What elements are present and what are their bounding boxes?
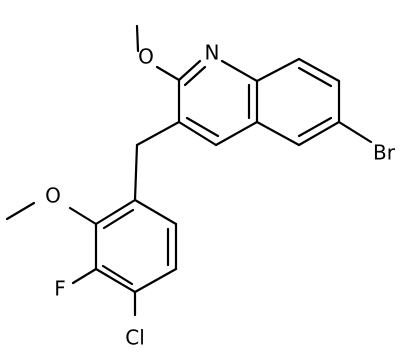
- bond-c8a-c8: [255, 57, 301, 83]
- bond-n1-c8a: [220, 59, 259, 83]
- bond-ring-upper-left-top-a: [94, 198, 137, 226]
- bond-o-methyl-quinoline: [135, 24, 140, 53]
- bond-o-methyl-benzyl: [5, 201, 36, 221]
- bond-ring-bottom-lower-left-b: [101, 264, 134, 286]
- oxygen-atom-label-benzyl: O: [45, 184, 61, 208]
- bond-c2-o: [155, 65, 181, 82]
- bond-c8-c7-double-b: [297, 66, 333, 88]
- bond-c6-c5-double-a: [297, 120, 341, 147]
- bromine-atom-label: Br: [373, 141, 396, 165]
- bond-ch2-benzyl-ring: [133, 143, 139, 202]
- bond-c6-br: [337, 120, 373, 144]
- bond-n1-c2-double-b: [183, 65, 207, 87]
- chlorine-atom-label: Cl: [125, 326, 145, 350]
- bond-n1-c2-double-a: [177, 59, 202, 82]
- bond-ring-o: [68, 206, 98, 226]
- bond-c3-ch2: [135, 120, 181, 147]
- bond-c8-c7-double-a: [297, 57, 341, 83]
- fluorine-atom-label: F: [54, 277, 66, 301]
- bond-ring-upper-left-top-b: [102, 208, 135, 230]
- bond-set: [5, 24, 373, 317]
- bond-ring-top-upper-right: [133, 198, 178, 226]
- bond-c4-c4a: [214, 120, 259, 147]
- bond-c6-c5-double-b: [297, 116, 333, 138]
- bond-ring-f: [71, 267, 98, 285]
- bond-c5-c4a: [255, 120, 301, 147]
- bond-ring-lower-right-bottom: [133, 267, 178, 294]
- bond-c3-c4-double-b: [185, 116, 220, 138]
- bond-c3-c4-double-a: [177, 120, 218, 147]
- nitrogen-atom-label: N: [205, 41, 220, 65]
- oxygen-atom-label-quinoline: O: [138, 45, 154, 69]
- bond-ring-bottom-lower-left-a: [94, 267, 137, 294]
- atom-label-set: N O Br O F Cl: [45, 41, 396, 350]
